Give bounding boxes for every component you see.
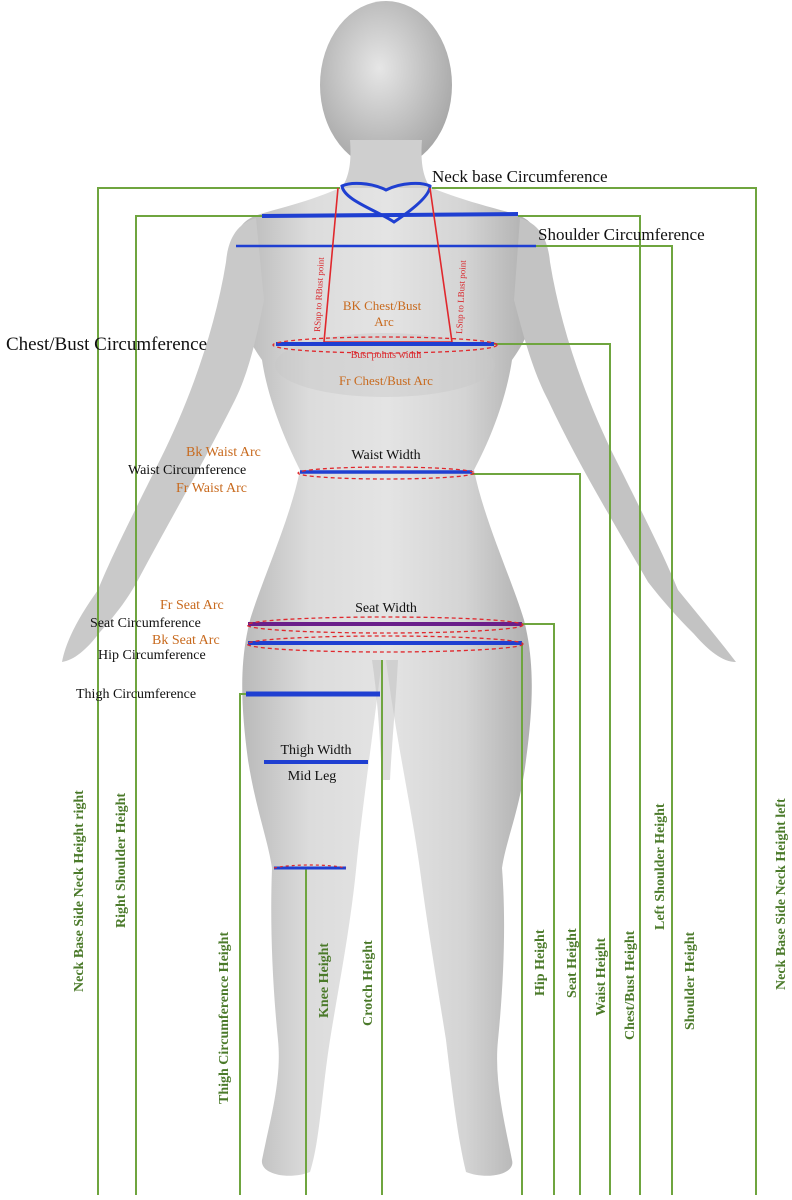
label-bk-chest-bust-arc-1: BK Chest/Bust xyxy=(343,298,422,313)
line-neck-base-right xyxy=(97,187,340,1195)
line-waist xyxy=(472,473,581,1195)
label-fr-seat-arc: Fr Seat Arc xyxy=(160,598,224,613)
seat-arc-dashes xyxy=(246,616,524,634)
height-lines xyxy=(97,187,757,1195)
label-seat-width: Seat Width xyxy=(355,601,417,616)
knee-arc-dashes xyxy=(273,864,347,869)
height-labels: Neck Base Side Neck Height right Right S… xyxy=(72,790,789,1104)
label-neck-base-circ: Neck base Circumference xyxy=(432,167,608,186)
neck-base-loop xyxy=(340,181,432,224)
mannequin-neck xyxy=(340,140,432,190)
shoulder-top-line xyxy=(261,212,519,218)
hip-arc-dashes xyxy=(246,635,524,653)
height-label-shoulder: Shoulder Height xyxy=(683,932,698,1030)
label-bk-waist-arc: Bk Waist Arc xyxy=(186,445,261,460)
height-label-neck-base-left: Neck Base Side Neck Height left xyxy=(774,798,789,990)
label-bk-chest-bust-arc-2: Arc xyxy=(374,314,394,329)
mannequin-arm-right xyxy=(62,218,264,662)
labels: Neck base Circumference Shoulder Circumf… xyxy=(6,167,705,784)
line-left-shoulder xyxy=(518,215,641,1195)
height-label-waist: Waist Height xyxy=(594,937,609,1016)
label-mid-leg: Mid Leg xyxy=(288,769,337,784)
waist-arc-dashes xyxy=(297,466,475,480)
label-waist-width: Waist Width xyxy=(351,448,420,463)
line-shoulder xyxy=(536,245,673,1195)
height-label-hip: Hip Height xyxy=(533,929,548,996)
label-chest-bust-circ: Chest/Bust Circumference xyxy=(6,334,207,355)
chest-arc-dashes xyxy=(272,336,498,354)
height-label-thigh-circ: Thigh Circumference Height xyxy=(217,932,232,1104)
label-thigh-width: Thigh Width xyxy=(280,743,351,758)
line-seat xyxy=(522,623,555,1195)
mannequin-head xyxy=(320,1,452,169)
label-fr-waist-arc: Fr Waist Arc xyxy=(176,481,247,496)
line-neck-base-left xyxy=(432,187,757,1195)
label-bk-seat-arc: Bk Seat Arc xyxy=(152,633,220,648)
label-rsnp-rbust: RSnp to RBust point xyxy=(312,256,326,332)
line-thigh-circ-height xyxy=(239,693,246,1195)
height-label-chest-bust: Chest/Bust Height xyxy=(623,930,638,1040)
label-waist-circ: Waist Circumference xyxy=(128,463,246,478)
line-chest-bust xyxy=(494,343,611,1195)
line-right-shoulder xyxy=(135,215,262,1195)
height-label-knee: Knee Height xyxy=(317,943,332,1018)
label-bust-points-width: Bust points width xyxy=(351,350,422,361)
mannequin-chest-shade xyxy=(275,333,495,397)
mannequin-crotch-shade xyxy=(372,660,398,780)
label-thigh-circ: Thigh Circumference xyxy=(76,687,196,702)
height-label-crotch: Crotch Height xyxy=(361,940,376,1026)
label-hip-circ: Hip Circumference xyxy=(98,648,206,663)
label-shoulder-circ: Shoulder Circumference xyxy=(538,225,705,244)
height-label-seat: Seat Height xyxy=(565,928,580,998)
mannequin-torso xyxy=(232,188,542,1176)
label-lsnp-lbust: LSnp to LBust point xyxy=(454,259,468,334)
mannequin-arm-left xyxy=(514,218,736,662)
mannequin xyxy=(62,1,736,1176)
height-label-left-shoulder: Left Shoulder Height xyxy=(653,803,668,930)
label-seat-circ: Seat Circumference xyxy=(90,616,201,631)
measurement-lines xyxy=(236,181,536,870)
height-label-right-shoulder: Right Shoulder Height xyxy=(114,793,129,928)
height-label-neck-base-right: Neck Base Side Neck Height right xyxy=(72,790,87,992)
label-fr-chest-bust-arc: Fr Chest/Bust Arc xyxy=(339,373,433,388)
